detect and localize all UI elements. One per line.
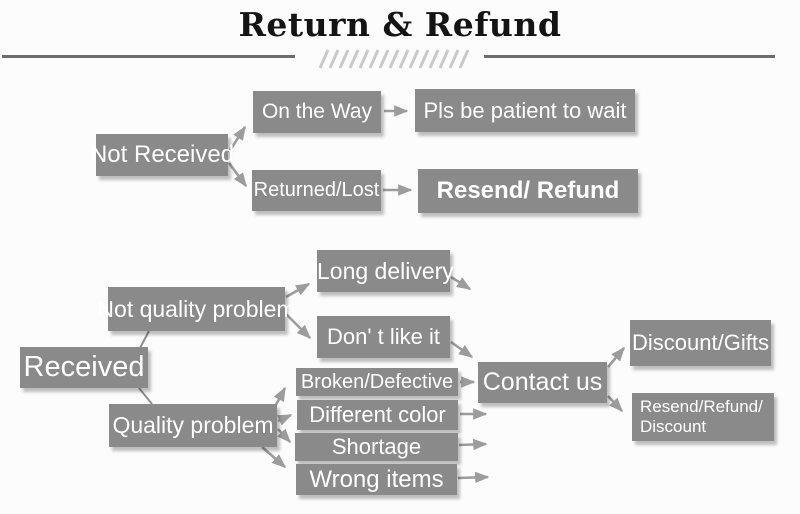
- node-quality-problem: Quality problem: [109, 404, 277, 447]
- node-broken-defective: Broken/Defective: [296, 368, 458, 396]
- node-different-color: Different color: [297, 400, 458, 430]
- arrow-quality-to-different: [276, 413, 293, 426]
- node-discount-gifts: Discount/Gifts: [630, 320, 771, 366]
- line-received-to-quality: [138, 387, 153, 405]
- title-rule-right: [484, 55, 775, 58]
- node-dont-like-it: Don' t like it: [317, 316, 450, 358]
- arrow-quality-to-wrong: [261, 446, 287, 468]
- node-on-the-way: On the Way: [253, 91, 381, 133]
- page-title: Return & Refund: [238, 5, 562, 44]
- node-received: Received: [20, 347, 148, 388]
- node-resend-refund-discount-line1: Resend/Refund/: [640, 396, 763, 416]
- node-resend-refund-discount-line2: Discount: [640, 417, 707, 436]
- node-long-delivery: Long delivery: [317, 250, 454, 292]
- node-shortage: Shortage: [295, 433, 458, 461]
- title-rule-left: [2, 55, 295, 58]
- arrow-contact-to-resend-discount: [607, 395, 623, 413]
- node-wrong-items: Wrong items: [296, 464, 457, 495]
- node-resend-refund-discount: Resend/Refund/ Discount: [632, 393, 774, 441]
- node-returned-lost: Returned/Lost: [252, 170, 381, 211]
- node-contact-us: Contact us: [478, 362, 607, 403]
- arrow-contact-to-discount-gifts: [607, 346, 625, 368]
- line-not-quality-to-received: [139, 330, 150, 349]
- node-not-received: Not Received: [90, 134, 234, 176]
- arrow-quality-to-shortage: [277, 428, 291, 444]
- diagonal-hatch-icon: [318, 49, 470, 69]
- arrow-wrong-items-right: [457, 471, 490, 484]
- arrow-dont-like-to-contact: [450, 340, 474, 359]
- node-not-quality-problem: Not quality problem: [97, 287, 296, 331]
- node-resend-refund: Resend/ Refund: [418, 169, 638, 213]
- arrow-shortage-right: [458, 438, 488, 451]
- node-pls-be-patient: Pls be patient to wait: [415, 89, 635, 132]
